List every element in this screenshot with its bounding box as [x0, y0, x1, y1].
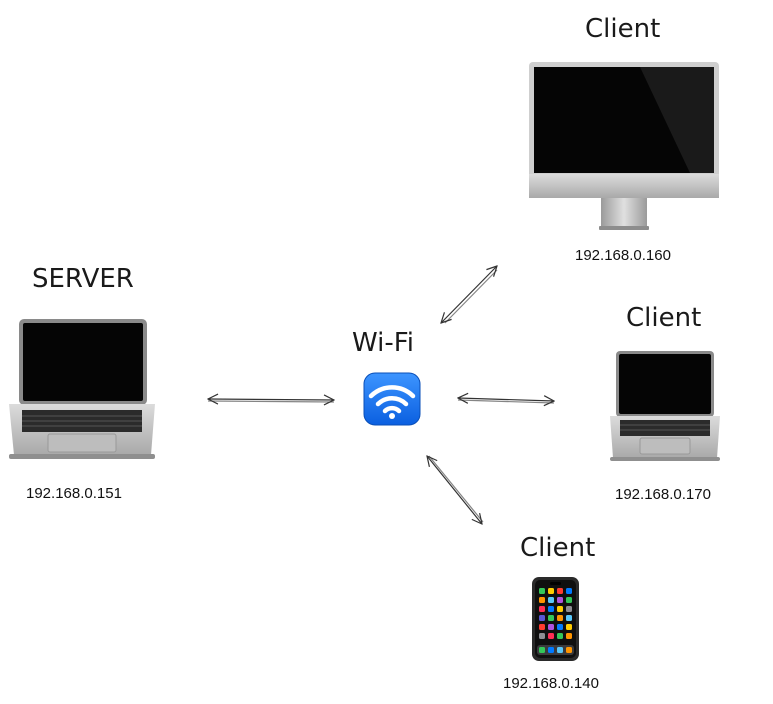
- server-title: SERVER: [32, 264, 134, 294]
- wifi-title: Wi-Fi: [352, 328, 415, 358]
- arrow-server-wifi-2: [207, 400, 335, 403]
- desktop-monitor-icon: [529, 62, 719, 230]
- arrow-wifi-desktop: [441, 266, 497, 323]
- server-laptop-icon: [9, 319, 155, 459]
- arrow-wifi-desktop-2: [444, 269, 498, 324]
- arrow-wifi-laptop: [458, 398, 554, 401]
- client-laptop-icon: [610, 351, 720, 461]
- smartphone-icon: [532, 577, 579, 661]
- client-desktop-title: Client: [585, 14, 661, 44]
- arrow-server-wifi: [208, 399, 334, 400]
- client-desktop-ip: 192.168.0.160: [575, 247, 671, 264]
- arrow-wifi-laptop-2: [457, 399, 555, 404]
- client-phone-title: Client: [520, 533, 596, 563]
- client-phone-ip: 192.168.0.140: [503, 675, 599, 692]
- server-ip: 192.168.0.151: [26, 485, 122, 502]
- wifi-icon: [363, 372, 421, 426]
- client-laptop-title: Client: [626, 303, 702, 333]
- client-laptop-ip: 192.168.0.170: [615, 486, 711, 503]
- arrow-wifi-phone: [427, 456, 482, 524]
- arrow-wifi-phone-2: [428, 455, 484, 523]
